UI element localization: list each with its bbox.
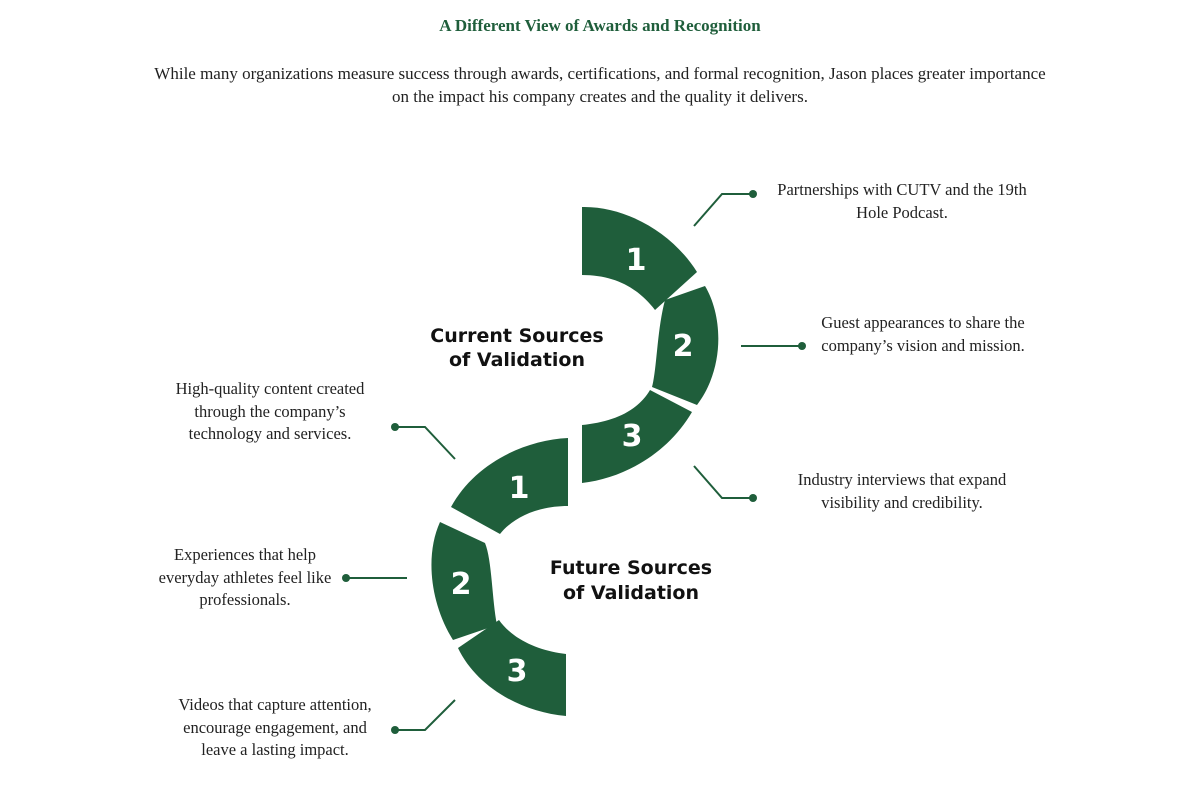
current-item-1-text: Partnerships with CUTV and the 19th Hole… <box>777 180 1027 222</box>
future-item-1-text: High-quality content created through the… <box>175 379 365 443</box>
current-number-3: 3 <box>622 419 643 454</box>
future-segment-2 <box>431 522 497 640</box>
future-connector-3 <box>391 699 456 734</box>
current-item-2-text: Guest appearances to share the company’s… <box>821 313 1025 355</box>
future-heading-line2: of Validation <box>563 582 699 604</box>
current-connector-1 <box>693 190 757 227</box>
future-item-2-text: Experiences that help everyday athletes … <box>158 545 332 609</box>
future-segment-1 <box>451 438 568 534</box>
future-connector-1 <box>391 423 456 460</box>
current-number-1: 1 <box>626 243 647 278</box>
future-item-3-text: Videos that capture attention, encourage… <box>178 695 372 759</box>
current-segment-1 <box>582 206 697 310</box>
current-heading-line1: Current Sources <box>430 325 603 347</box>
current-segment-3 <box>582 390 692 483</box>
current-connector-3 <box>693 465 757 502</box>
intro-paragraph: While many organizations measure success… <box>154 64 1046 106</box>
current-number-2: 2 <box>673 329 694 364</box>
future-number-3: 3 <box>507 654 528 689</box>
future-segment-3 <box>458 620 566 716</box>
page-title: A Different View of Awards and Recogniti… <box>439 16 761 35</box>
future-number-2: 2 <box>451 567 472 602</box>
current-item-3-text: Industry interviews that expand visibili… <box>797 470 1007 512</box>
current-connector-2 <box>741 342 806 350</box>
future-heading-line1: Future Sources <box>550 557 712 579</box>
current-heading-line2: of Validation <box>449 349 585 371</box>
future-connector-2 <box>342 574 407 582</box>
future-number-1: 1 <box>509 471 530 506</box>
current-segment-2 <box>652 286 719 405</box>
